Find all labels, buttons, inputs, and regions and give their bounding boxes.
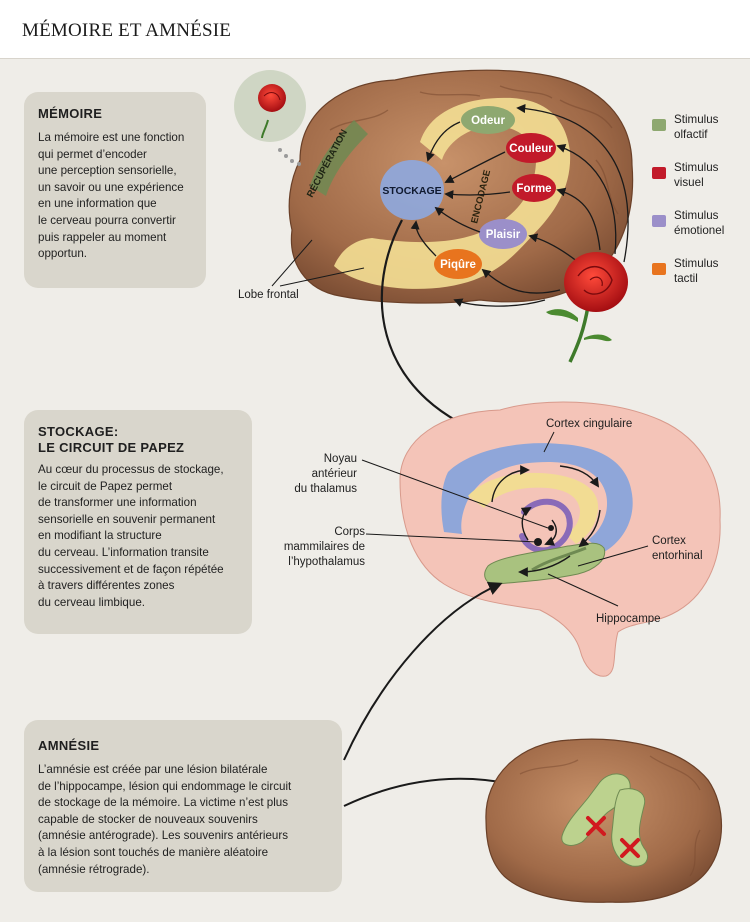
- papez-brain: Cortex cingulaire Noyau antérieur du tha…: [284, 401, 721, 677]
- forme-node: [512, 174, 556, 202]
- odeur-label: Odeur: [471, 115, 505, 127]
- stockage-heading-1: STOCKAGE:: [38, 424, 119, 439]
- amnesie-to-hippocampus-arrow: [343, 582, 503, 761]
- memoire-heading: MÉMOIRE: [38, 106, 103, 121]
- legend-label-visuel: Stimulus visuel: [674, 161, 719, 189]
- top-brain: RÉCUPÉRATION ENCODAGE STOCKAGE Odeur Cou…: [234, 69, 634, 363]
- amnesie-text: L’amnésie est créée par une lésion bilat…: [38, 763, 292, 876]
- legend-label-tactil: Stimulus tactil: [674, 257, 719, 285]
- header-bar: MÉMOIRE ET AMNÉSIE: [0, 0, 750, 59]
- cingulate-cortex: [441, 443, 633, 552]
- bottom-brain: [485, 738, 722, 903]
- legend-swatch-visuel: [652, 167, 666, 179]
- fornix: [519, 498, 573, 554]
- corpus-band: [468, 472, 599, 544]
- legend-label-emotionel: Stimulus émotionel: [674, 209, 725, 237]
- stimulus-legend: Stimulus olfactif Stimulus visuel Stimul…: [652, 112, 748, 304]
- inset-dots: [278, 148, 301, 166]
- rose-inset: [258, 84, 286, 139]
- cortex-entorhinal-label-2: entorhinal: [652, 550, 703, 562]
- noyau-label-3: du thalamus: [294, 483, 357, 495]
- rose-stimulus: [546, 252, 628, 363]
- legend-item-visuel: Stimulus visuel: [652, 160, 748, 208]
- legend-label-olfactif: Stimulus olfactif: [674, 113, 719, 141]
- stockage-label: STOCKAGE: [382, 185, 441, 197]
- legend-item-tactil: Stimulus tactil: [652, 256, 748, 304]
- stimulus-arrows: [410, 104, 629, 307]
- right-hippocampus: [611, 788, 648, 867]
- legend-swatch-emotionel: [652, 215, 666, 227]
- amnesie-heading: AMNÉSIE: [38, 738, 100, 753]
- memoire-text: La mémoire est une fonction qui permet d…: [38, 131, 185, 261]
- papez-pointers: [361, 431, 649, 607]
- legend-swatch-tactil: [652, 263, 666, 275]
- cortex-entorhinal-label-1: Cortex: [652, 535, 686, 547]
- recuperation-band: [310, 120, 368, 196]
- plaisir-label: Plaisir: [486, 229, 521, 241]
- plaisir-node: [479, 219, 527, 249]
- corps-label-3: l’hypothalamus: [288, 556, 365, 568]
- lesion-marks: [586, 816, 640, 858]
- legend-item-olfactif: Stimulus olfactif: [652, 112, 748, 160]
- piqure-label: Piqûre: [440, 259, 476, 271]
- corps-label-2: mammilaires de: [284, 541, 365, 553]
- noyau-label-1: Noyau: [324, 453, 357, 465]
- legend-item-emotionel: Stimulus émotionel: [652, 208, 748, 256]
- cortex-cingulaire-label: Cortex cingulaire: [546, 418, 632, 430]
- stockage-node: [380, 160, 444, 220]
- noyau-label-2: antérieur: [312, 468, 358, 480]
- forme-label: Forme: [516, 183, 551, 195]
- couleur-node: [506, 133, 556, 163]
- stockage-heading-2: LE CIRCUIT DE PAPEZ: [38, 440, 185, 455]
- stockage-text: Au cœur du processus de stockage, le cir…: [38, 463, 224, 609]
- legend-swatch-olfactif: [652, 119, 666, 131]
- lobe-frontal-pointers: [271, 239, 365, 287]
- page-title: MÉMOIRE ET AMNÉSIE: [22, 20, 232, 41]
- hippocampe-label: Hippocampe: [596, 613, 661, 625]
- memoire-box: MÉMOIRE La mémoire est une fonction qui …: [24, 92, 206, 288]
- odeur-node: [461, 106, 515, 134]
- couleur-label: Couleur: [509, 143, 553, 155]
- papez-circuit-arrows: [491, 465, 601, 577]
- amnesie-box: AMNÉSIE L’amnésie est créée par une lési…: [24, 720, 342, 892]
- lobe-frontal-label: Lobe frontal: [238, 289, 299, 301]
- stockage-box: STOCKAGE: LE CIRCUIT DE PAPEZ Au cœur du…: [24, 410, 252, 634]
- corps-label-1: Corps: [334, 526, 365, 538]
- piqure-node: [434, 249, 482, 279]
